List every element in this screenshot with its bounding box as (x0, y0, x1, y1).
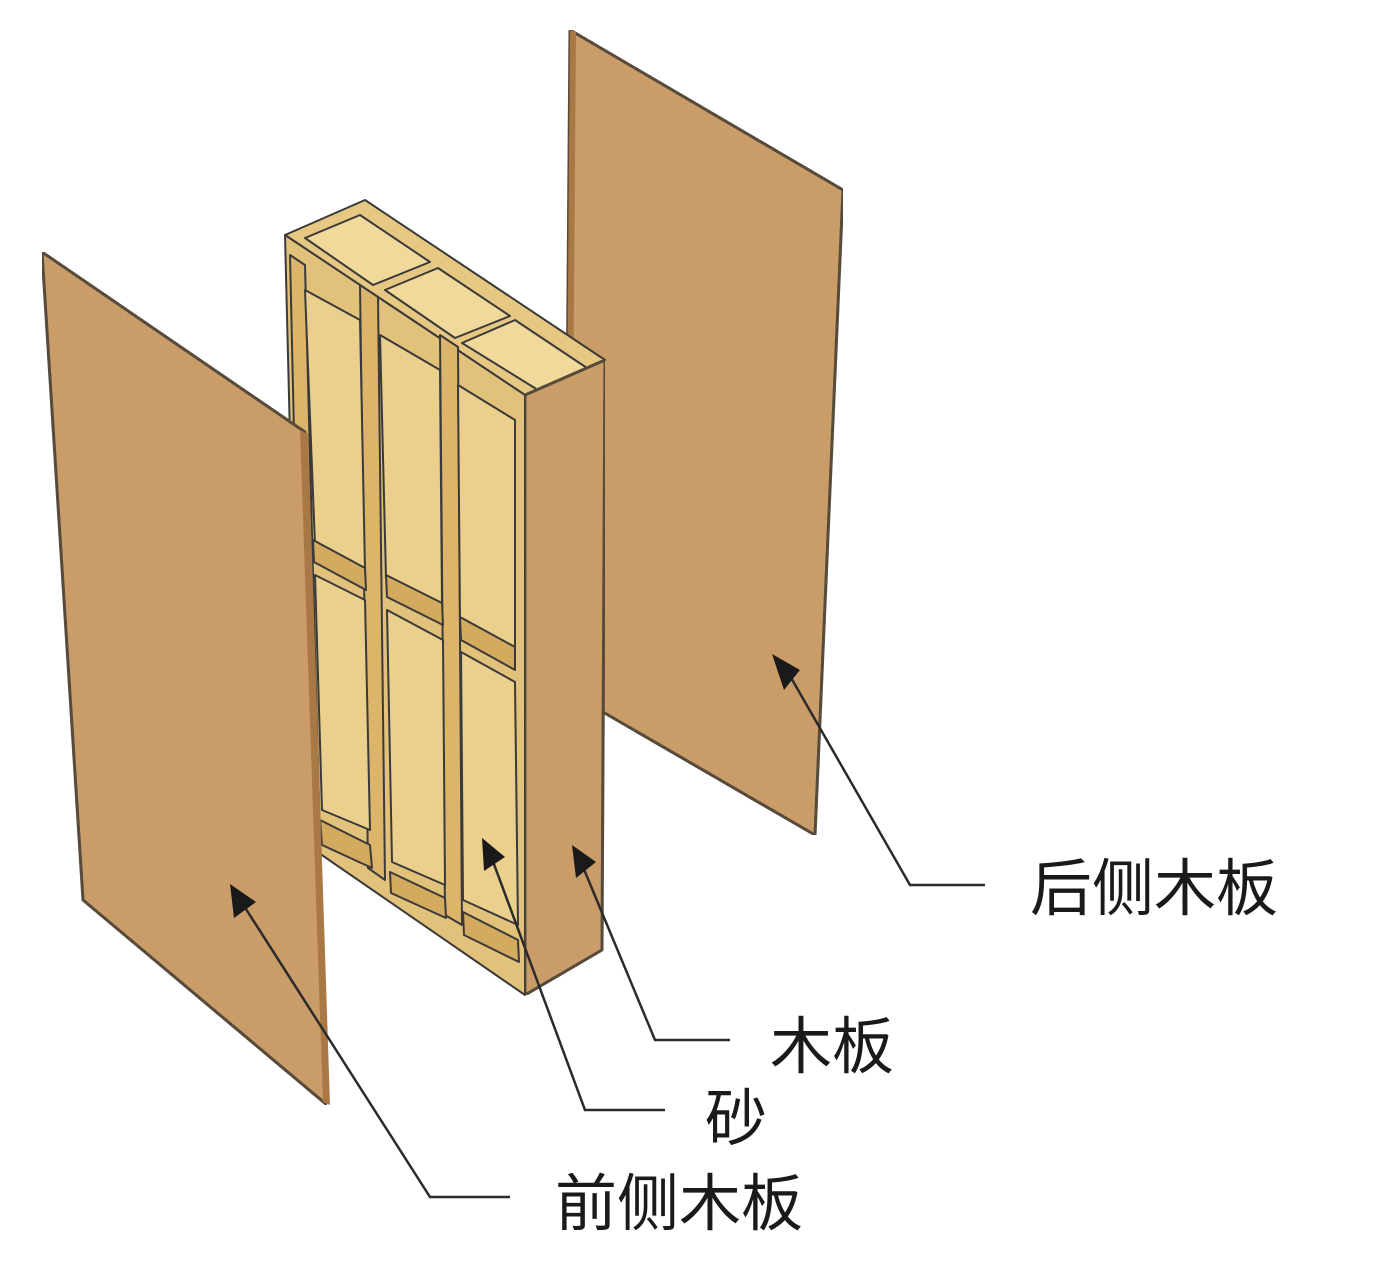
leader-board (572, 845, 730, 1042)
label-board: 木板 (770, 1010, 894, 1083)
arrow-icon (772, 654, 800, 690)
arrow-icon (230, 884, 256, 918)
arrow-icon (572, 845, 596, 878)
leader-back-board (772, 654, 985, 887)
front-board (40, 250, 330, 1107)
sand-frame-assembly (284, 199, 607, 997)
arrow-icon (482, 838, 505, 871)
label-sand: 砂 (705, 1082, 767, 1155)
leader-sand (482, 838, 665, 1112)
label-back-board: 后侧木板 (1030, 852, 1278, 925)
leader-front-board (230, 884, 510, 1199)
label-front-board: 前侧木板 (555, 1167, 803, 1240)
back-board (563, 28, 845, 837)
